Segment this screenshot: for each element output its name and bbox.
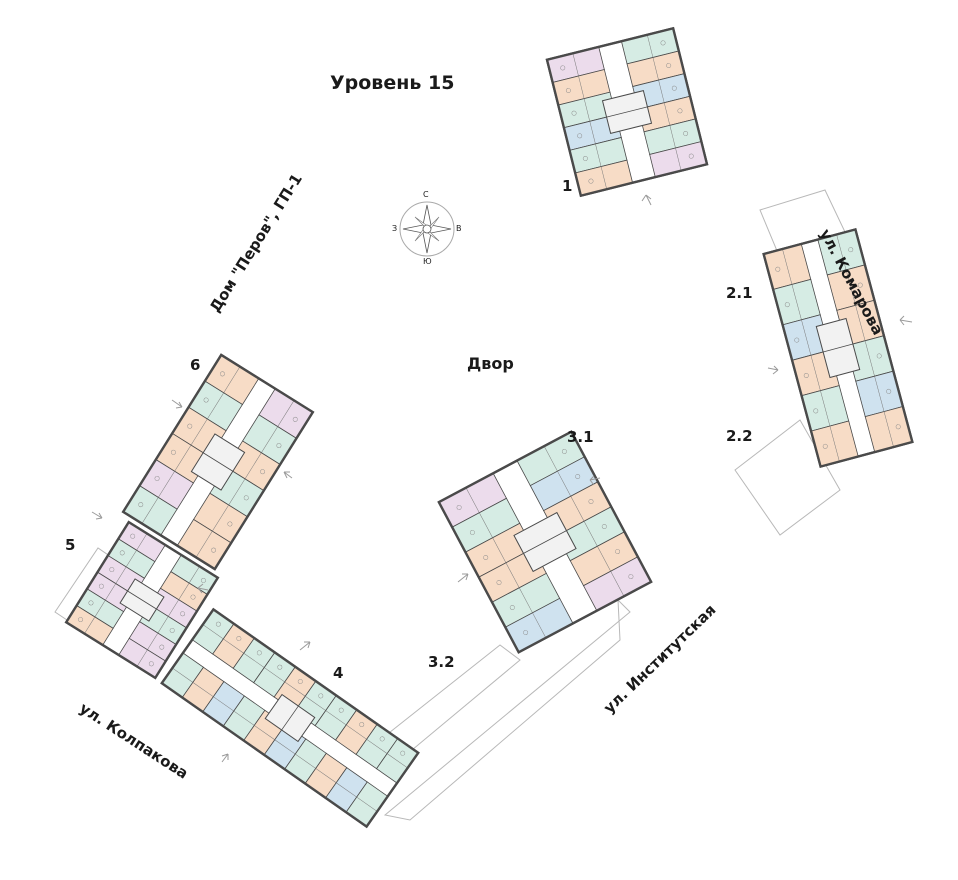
- entrance-arrow-6b: [283, 471, 293, 479]
- section-label-6: 6: [190, 356, 201, 374]
- section-label-2-1: 2.1: [726, 284, 753, 302]
- entrance-arrow-5b: [197, 583, 209, 594]
- block-2: [762, 227, 914, 469]
- block-3: [437, 430, 653, 654]
- entrance-arrow-6: [171, 399, 183, 409]
- balcony-outline-inst: [383, 598, 631, 821]
- entrance-arrow-2-1: [899, 315, 913, 326]
- section-label-3-2: 3.2: [428, 653, 455, 671]
- page-title: Уровень 15: [330, 72, 455, 94]
- block-4: [160, 607, 420, 829]
- entrance-arrow-3-2: [457, 573, 469, 583]
- entrance-arrows: [91, 194, 913, 763]
- balcony-outline-2-2: [734, 419, 841, 536]
- entrance-arrow-3-1: [589, 475, 601, 486]
- compass-north-label: С: [423, 190, 429, 199]
- section-label-4: 4: [333, 664, 344, 682]
- entrance-arrow-1: [641, 194, 652, 206]
- block-6: [121, 353, 315, 571]
- compass-south-label: Ю: [423, 257, 432, 266]
- section-label-1: 1: [562, 177, 573, 195]
- entrance-arrow-2-2: [767, 365, 779, 375]
- courtyard-label: Двор: [467, 354, 514, 373]
- section-label-3-1: 3.1: [567, 428, 594, 446]
- compass-east-label: В: [456, 224, 462, 233]
- entrance-arrow-4b: [221, 753, 229, 763]
- block-1: [545, 26, 709, 198]
- entrance-arrow-4: [299, 641, 311, 651]
- section-label-5: 5: [65, 536, 76, 554]
- building-blocks: [64, 26, 914, 829]
- section-label-2-2: 2.2: [726, 427, 753, 445]
- block-5: [64, 520, 220, 680]
- compass-rose: [399, 201, 455, 257]
- entrance-arrow-5: [91, 511, 103, 520]
- compass-west-label: З: [392, 224, 398, 233]
